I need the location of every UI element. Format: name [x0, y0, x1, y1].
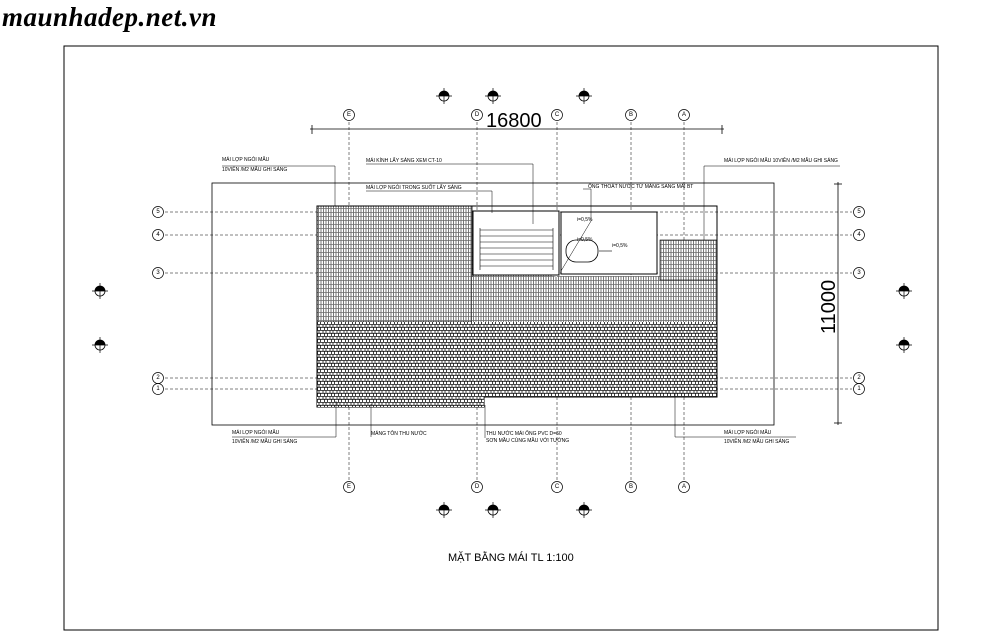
grid-bubble-label: 2 [857, 375, 861, 381]
leader-lines [222, 163, 840, 438]
grid-bubble [152, 206, 164, 218]
slope-label: i=0,5% [577, 237, 593, 243]
grid-bubble [853, 383, 865, 395]
note-bot-left-1: MÁI LỢP NGÓI MẪU [232, 429, 280, 436]
note-drain-pipe: ỐNG THOÁT NƯỚC TỪ MÁNG SANG MÁI BT [588, 183, 693, 190]
section-marker-icon [485, 88, 501, 104]
section-marker-icon [436, 88, 452, 104]
note-gutter: MÁNG TÔN THU NƯỚC [371, 430, 427, 437]
section-marker-icon [92, 283, 108, 299]
note-translucent: MÁI LỢP NGÓI TRONG SUỐT LẤY SÁNG [366, 184, 462, 191]
dimension-vertical: 11000 [818, 280, 840, 334]
roof-tiles [316, 205, 718, 408]
note-top-left-1: MÁI LỢP NGÓI MẪU [222, 156, 270, 163]
grid-bubble [152, 267, 164, 279]
grid-bubble-label: 5 [857, 209, 861, 215]
note-drain-2: SƠN MẦU CÙNG MẦU VỚI TƯỜNG [486, 437, 569, 444]
slope-label: i=0,5% [577, 217, 593, 223]
grid-bubble [551, 109, 563, 121]
grid-bubble-label: 2 [156, 375, 160, 381]
note-top-right: MÁI LỢP NGÓI MẪU 10VIÊN /M2 MẪU GHI SÁNG [724, 156, 838, 164]
grid-bubble [152, 229, 164, 241]
grid-bubble-label: D [475, 112, 480, 118]
section-marker-icon [436, 502, 452, 518]
grid-bubble-label: C [555, 484, 560, 490]
grid-bubble-label: 1 [156, 386, 160, 392]
drain-tank [565, 239, 599, 263]
section-marker-icon [896, 283, 912, 299]
grid-bubble [853, 267, 865, 279]
gutter-area [560, 211, 658, 275]
grid-bubble-label: C [555, 112, 560, 118]
note-bot-left-2: 10VIÊN /M2 MẪU GHI SÁNG [232, 437, 297, 445]
grid-bubble [853, 206, 865, 218]
grid-bubble-label: B [629, 484, 633, 490]
grid-bubble [853, 229, 865, 241]
grid-bubble [471, 109, 483, 121]
grid-bubble-label: E [347, 112, 351, 118]
slope-label: i=0,5% [612, 243, 628, 249]
grid-bubble-label: A [682, 112, 686, 118]
section-marker-icon [485, 502, 501, 518]
grid-bubble-label: 4 [857, 232, 861, 238]
grid-bubble-label: B [629, 112, 633, 118]
watermark-logo: maunhadep.net.vn [2, 2, 218, 32]
dimension-lines [310, 125, 842, 425]
grid-bubble [625, 481, 637, 493]
grid-bubble [625, 109, 637, 121]
grid-bubble-label: 4 [156, 232, 160, 238]
grid-bubble-label: A [682, 484, 686, 490]
grid-bubble [152, 383, 164, 395]
note-skylight: MÁI KÍNH LẤY SÁNG XEM CT-10 [366, 157, 442, 164]
note-drain-1: THU NƯỚC MÁI ỐNG PVC D=60 [486, 430, 562, 437]
grid-bubble-label: 1 [857, 386, 861, 392]
grid-bubble [343, 481, 355, 493]
section-marker-icon [576, 502, 592, 518]
skylight [472, 210, 560, 276]
building-outline [211, 182, 775, 426]
grid-bubble-label: E [347, 484, 351, 490]
section-marker-icon [576, 88, 592, 104]
grid-bubble [471, 481, 483, 493]
note-bot-right-1: MÁI LỢP NGÓI MẪU [724, 429, 772, 436]
drawing-title: MẶT BẰNG MÁI TL 1:100 [448, 551, 574, 564]
grid-bubble-label: 5 [156, 209, 160, 215]
sheet-border [63, 45, 939, 631]
grid-bubble-label: 3 [857, 270, 861, 276]
grid-bubble [678, 481, 690, 493]
section-marker-icon [92, 337, 108, 353]
section-marker-icon [896, 337, 912, 353]
note-top-left-2: 10VIÊN /M2 MẪU GHI SÁNG [222, 165, 287, 173]
dimension-horizontal: 16800 [486, 110, 542, 132]
grid-bubble-label: 3 [156, 270, 160, 276]
grid-bubble [678, 109, 690, 121]
grid-bubble-label: D [475, 484, 480, 490]
grid-bubble [343, 109, 355, 121]
grid-bubble [551, 481, 563, 493]
note-bot-right-2: 10VIÊN /M2 MẪU GHI SÁNG [724, 437, 789, 445]
